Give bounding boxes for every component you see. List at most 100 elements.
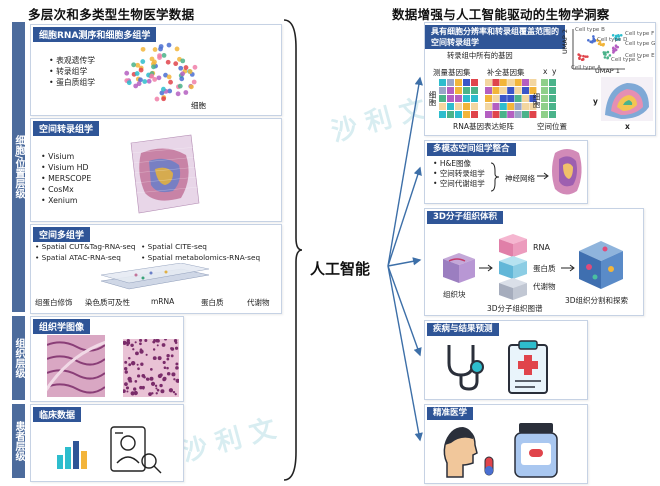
umap-point bbox=[606, 56, 609, 60]
spatial-list: Visium Visium HD MERSCOPE CosMx Xenium bbox=[41, 151, 91, 206]
umap-point bbox=[614, 34, 618, 38]
umap-point bbox=[579, 54, 582, 58]
r-panel3-explore: 3D组织分割和探索 bbox=[565, 296, 629, 305]
3d-segmentation-graphic bbox=[579, 241, 623, 289]
r-panel1-header: 具有细胞分辨率和转录组覆盖范围的空间转录组学 bbox=[425, 25, 565, 49]
matrix-cell bbox=[529, 103, 537, 110]
network-arrow bbox=[537, 172, 549, 180]
umap-point bbox=[617, 33, 620, 37]
r-panel1-subtitle: 转录组中所有的基因 bbox=[447, 51, 513, 60]
umap1-label: UMAP 1 bbox=[595, 67, 620, 75]
nucleus-dot bbox=[130, 343, 134, 348]
right-title: 数据增强与人工智能驱动的生物学洞察 bbox=[392, 7, 610, 22]
matrix-cell bbox=[439, 111, 446, 118]
umap-point bbox=[614, 48, 618, 52]
r-panel1-matrix-caption: RNA基因表达矩阵 bbox=[453, 122, 514, 131]
position-cell bbox=[549, 95, 556, 102]
nucleus-dot bbox=[156, 388, 160, 392]
matrix-cell bbox=[514, 95, 522, 102]
cell-dot bbox=[161, 96, 166, 102]
umap-point bbox=[612, 46, 615, 50]
nucleus-dot bbox=[177, 379, 179, 382]
multiomics-list-right: Spatial CITE-seq Spatial metabolomics-RN… bbox=[141, 241, 260, 263]
nucleus-dot bbox=[134, 341, 137, 344]
matrix-cell bbox=[485, 103, 492, 110]
matrix-cell bbox=[514, 111, 522, 118]
r-panel3-protein: 蛋白质 bbox=[533, 264, 556, 273]
cell-dot bbox=[126, 80, 132, 86]
nucleus-dot bbox=[137, 374, 141, 378]
position-cell bbox=[549, 111, 556, 118]
multimodal-list: H&E图像 空间转录组学 空间代谢组学 bbox=[433, 159, 485, 189]
matrix-cell bbox=[522, 87, 529, 94]
umap-point bbox=[614, 45, 618, 48]
matrix-cell bbox=[439, 87, 446, 94]
r-panel2-network: 神经网络 bbox=[505, 174, 535, 183]
cell-dot bbox=[192, 64, 198, 70]
panel-histology-header: 组织学图像 bbox=[33, 319, 91, 334]
matrix-cell bbox=[514, 103, 522, 110]
r-panel1-x: x bbox=[543, 67, 548, 76]
matrix-cell bbox=[499, 87, 507, 94]
matrix-cell bbox=[514, 87, 522, 94]
nucleus-dot bbox=[157, 356, 162, 361]
matrix-cell bbox=[485, 111, 492, 118]
nucleus-dot bbox=[166, 371, 171, 376]
umap-point bbox=[604, 52, 607, 56]
cell-type-d: Cell type D bbox=[597, 37, 628, 43]
matrix-cell bbox=[447, 79, 454, 86]
cell-dot bbox=[156, 75, 162, 81]
position-cell bbox=[541, 95, 548, 102]
r-panel-prediction: 疾病与结果预测 bbox=[424, 320, 588, 400]
r-panel3-rna: RNA bbox=[533, 243, 551, 252]
gene-matrix-graphic bbox=[439, 79, 537, 118]
matrix-cell bbox=[492, 87, 500, 94]
nucleus-dot bbox=[170, 347, 175, 351]
multiomics-item: Spatial CITE-seq bbox=[141, 241, 260, 252]
tissue-axis-x: x bbox=[625, 122, 630, 131]
nucleus-dot bbox=[166, 366, 169, 370]
cell-dot bbox=[188, 84, 194, 90]
nucleus-dot bbox=[139, 385, 143, 390]
cell-dot bbox=[179, 76, 185, 82]
panel-clinical-header: 临床数据 bbox=[33, 407, 82, 422]
nucleus-dot bbox=[159, 383, 163, 388]
cell-dot bbox=[161, 52, 167, 58]
nucleus-dot bbox=[128, 363, 132, 367]
nucleus-dot bbox=[128, 356, 131, 360]
matrix-cell bbox=[485, 79, 492, 86]
multiomics-item: Spatial metabolomics-RNA-seq bbox=[141, 252, 260, 263]
matrix-cell bbox=[447, 95, 454, 102]
spatial-item: MERSCOPE bbox=[41, 173, 91, 184]
panel-multiomics: 空间多组学 Spatial CUT&Tag-RNA-seq Spatial AT… bbox=[30, 224, 282, 314]
layer-label-histone: 组蛋白修饰 bbox=[35, 298, 73, 307]
nucleus-dot bbox=[139, 339, 143, 342]
cell-dot bbox=[138, 77, 143, 83]
matrix-cell bbox=[447, 103, 454, 110]
umap-point bbox=[581, 58, 585, 61]
position-cell bbox=[541, 103, 548, 110]
umap-graphic bbox=[572, 29, 625, 70]
nucleus-dot bbox=[170, 354, 174, 358]
bar-chart-icon bbox=[57, 441, 87, 469]
nucleus-dot bbox=[136, 363, 139, 366]
nucleus-dot bbox=[162, 377, 167, 382]
nucleus-dot bbox=[142, 387, 145, 390]
nucleus-dot bbox=[155, 387, 158, 390]
nucleus-dot bbox=[127, 376, 132, 382]
sidebar-cell-level: 细胞/位置层级 bbox=[12, 22, 25, 312]
matrix-cell bbox=[499, 103, 507, 110]
nucleus-dot bbox=[174, 393, 177, 396]
nucleus-dot bbox=[124, 360, 128, 364]
matrix-cell bbox=[447, 87, 454, 94]
multiomics-layers-graphic bbox=[100, 263, 210, 290]
cell-dot bbox=[131, 62, 137, 68]
umap-point bbox=[598, 40, 602, 43]
nucleus-dot bbox=[150, 381, 156, 386]
r-panel-3d: 3D分子组织体积 组织块 RNA 蛋白质 代谢物 3D分子组织图谱 3D组织分割… bbox=[424, 208, 644, 316]
nucleus-dot bbox=[168, 388, 174, 393]
matrix-cell bbox=[463, 79, 470, 86]
histology-image-left bbox=[47, 335, 105, 397]
arrow-to-3d bbox=[561, 264, 575, 272]
